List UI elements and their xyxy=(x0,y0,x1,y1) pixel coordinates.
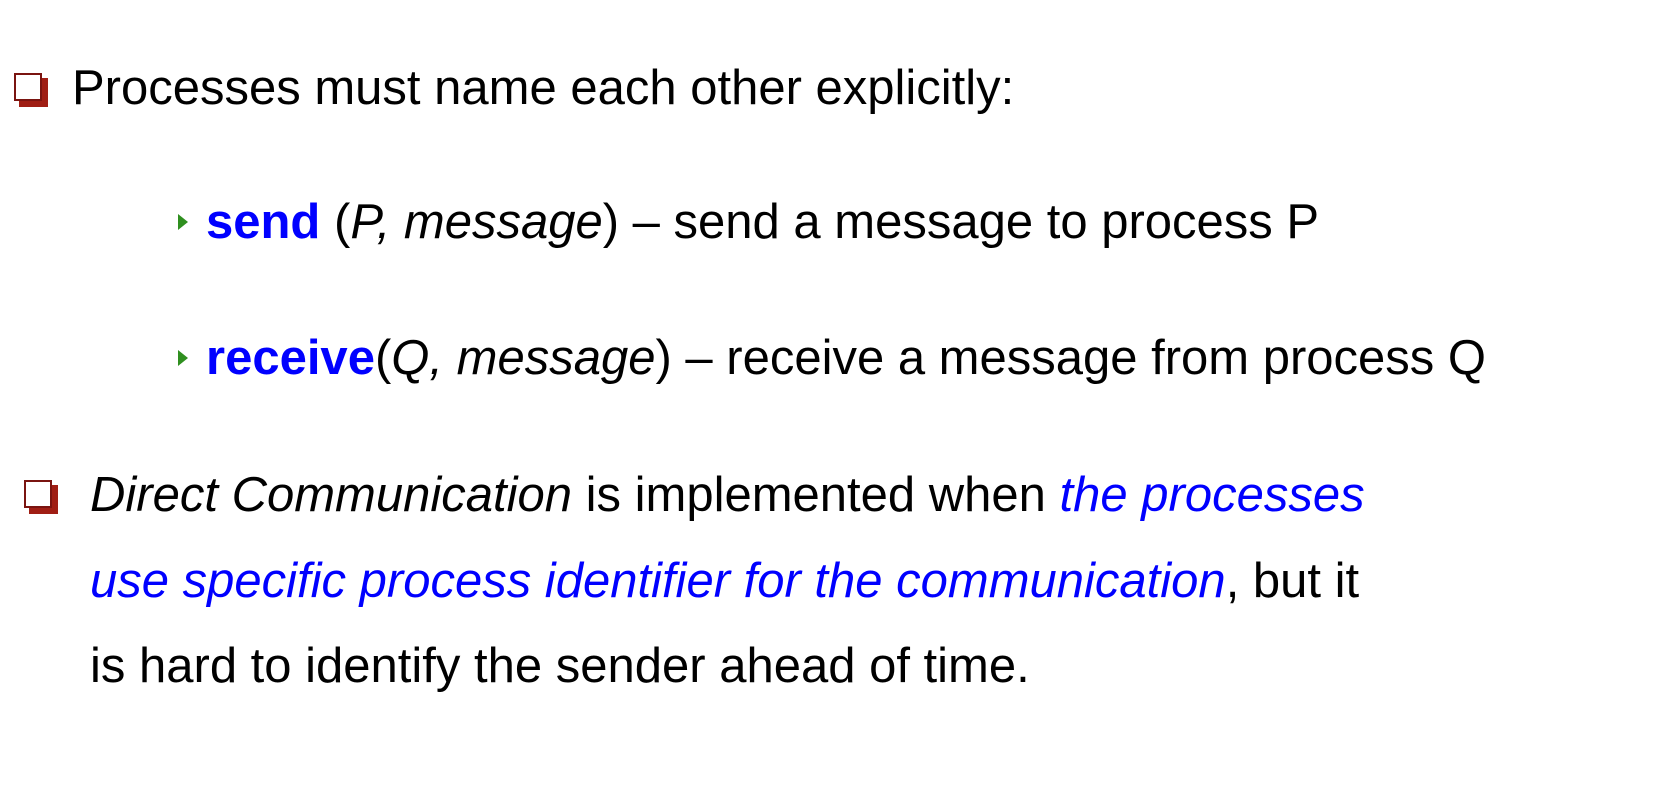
arrow-bullet-icon xyxy=(178,214,188,230)
bullet-text: Processes must name each other explicitl… xyxy=(72,61,1015,115)
bullet-direct-line-1: Direct Communication is implemented when… xyxy=(90,465,1365,525)
bullet-direct-line-3: is hard to identify the sender ahead of … xyxy=(90,636,1030,696)
receive-open-paren: ( xyxy=(374,331,392,385)
direct-line-3-text: is hard to identify the sender ahead of … xyxy=(90,639,1030,693)
send-keyword: send xyxy=(206,195,321,249)
send-space xyxy=(320,195,334,249)
receive-keyword: receive xyxy=(206,331,375,385)
sub-bullet-send: send (P, message) – send a message to pr… xyxy=(206,192,1319,252)
sub-bullet-receive: receive(Q, message) – receive a message … xyxy=(206,328,1486,388)
square-bullet-icon xyxy=(14,73,48,107)
bullet-direct-line-2: use specific process identifier for the … xyxy=(90,551,1359,611)
after-highlight-text: , but it xyxy=(1225,554,1360,608)
direct-communication-term: Direct Communication xyxy=(90,468,572,522)
receive-args: Q, message xyxy=(391,331,656,385)
send-description: ) – send a message to process P xyxy=(602,195,1320,249)
highlight-text-a: the processes xyxy=(1059,468,1365,522)
bullet-processes-name: Processes must name each other explicitl… xyxy=(72,58,1014,118)
arrow-bullet-icon xyxy=(178,350,188,366)
direct-mid-text: is implemented when xyxy=(572,468,1060,522)
send-args: P, message xyxy=(350,195,603,249)
highlight-text-b: use specific process identifier for the … xyxy=(90,554,1226,608)
square-bullet-icon xyxy=(24,480,58,514)
send-open-paren: ( xyxy=(334,195,351,249)
receive-description: ) – receive a message from process Q xyxy=(655,331,1487,385)
